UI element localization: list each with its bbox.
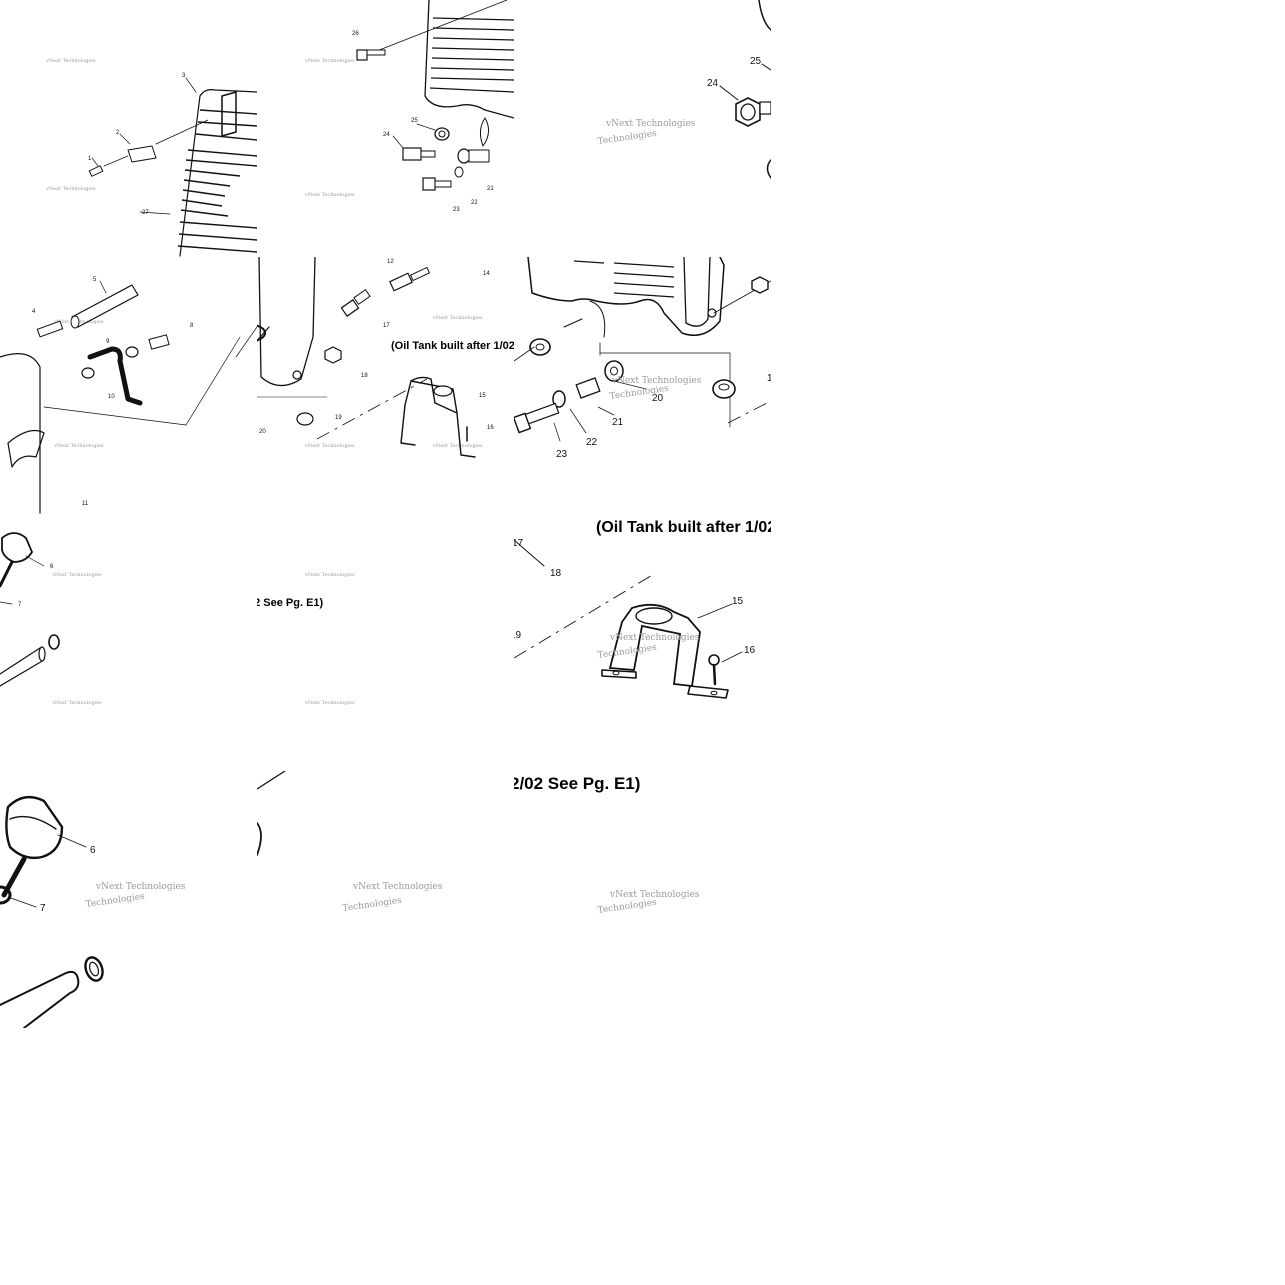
callout-18: 18 [361,373,368,379]
callout-16: 16 [487,425,494,431]
tank-edge-large-drawing: vNext Technologies Technologies [257,771,443,914]
callout-25: 25 [750,56,762,67]
callout-6: 6 [90,845,96,856]
callout-20: 20 [259,429,266,435]
callout-22: 22 [471,200,478,206]
bracket-large-drawing: (Oil Tank built after 1/02 17 18 19 15 1… [514,519,771,699]
watermark: vNext Technologies [352,882,443,892]
tile-bracket-large: (Oil Tank built after 1/02 17 18 19 15 1… [514,514,771,771]
callout-15: 15 [479,393,486,399]
callout-3: 3 [182,73,186,79]
oil-line-middle-drawing: vNext Technologies vNext Technologies vN… [257,257,514,458]
tile-tank-edge-large: vNext Technologies Technologies [257,771,514,1028]
watermark: Technologies [597,129,658,147]
watermark: vNext Technologies [45,186,96,192]
oil-tank-top-right-drawing: 25 24 vNext Technologies Technologies [597,0,771,179]
watermark: Technologies [597,898,658,916]
callout-5: 5 [93,277,97,283]
callout-2: 2 [116,130,120,136]
callout-22: 22 [586,437,598,448]
caption-small-drawing: 02 See Pg. E1) vNext Technologies vNext … [257,572,355,706]
callout-17: 17 [383,323,390,329]
tile-oil-tank-mount-right: 20 21 22 23 1 vNext Technologies Technol… [514,257,771,514]
callout-24: 24 [383,132,390,138]
tile-oil-tank-top-middle: vNext Technologies vNext Technologies [257,0,514,257]
callout-21: 21 [612,417,624,428]
caption-oil-tank: (Oil Tank built after 1/02/0 [391,340,514,352]
tile-oil-tank-top-left: vNext Technologies vNext Technologies 3 [0,0,257,257]
callout-23: 23 [556,449,568,460]
watermark: vNext Technologies [95,882,186,892]
callout-6: 6 [50,564,54,570]
callout-7: 7 [40,903,46,914]
tile-caption-small: 02 See Pg. E1) vNext Technologies vNext … [257,514,514,771]
filler-cap-large-drawing: 6 7 vNext Technologies Technologies [0,795,186,1028]
watermark: vNext Technologies [611,376,702,386]
callout-14: 14 [483,271,490,277]
watermark: vNext Technologies [304,58,355,64]
callout-23: 23 [453,207,460,213]
filler-cap-small-drawing: vNext Technologies vNext Technologies 6 … [0,532,102,706]
callout-10: 10 [108,394,115,400]
watermark: vNext Technologies [45,58,96,64]
tile-oil-line-middle: vNext Technologies vNext Technologies vN… [257,257,514,514]
callout-12: 12 [387,259,394,265]
callout-19: 19 [514,630,522,641]
callout-15: 15 [732,596,744,607]
callout-27: 27 [142,210,149,216]
watermark: vNext Technologies [304,443,355,449]
callout-1: 1 [88,156,92,162]
watermark: vNext Technologies [51,572,102,578]
callout-18: 18 [550,568,562,579]
callout-26: 26 [352,31,359,37]
oil-tank-mount-right-drawing: 20 21 22 23 1 vNext Technologies Technol… [514,257,771,460]
tile-oil-tank-top-right: 25 24 vNext Technologies Technologies [514,0,771,257]
callout-1: 1 [767,373,771,384]
watermark: vNext Technologies [432,315,483,321]
oil-line-left-drawing: vNext Technologies vNext Technologies 5 … [0,277,257,514]
watermark: Technologies [342,896,403,914]
watermark: vNext Technologies [304,700,355,706]
tile-caption-large: 2/02 See Pg. E1) vNext Technologies Tech… [514,771,771,1028]
watermark: Technologies [85,892,146,910]
watermark: vNext Technologies [605,119,696,129]
caption-oil-tank-tail: 02 See Pg. E1) [257,597,324,609]
oil-tank-top-middle-drawing: vNext Technologies vNext Technologies [304,0,514,213]
caption-oil-tank-tail: 2/02 See Pg. E1) [514,774,640,793]
callout-11: 11 [82,501,89,507]
tile-oil-line-left: vNext Technologies vNext Technologies 5 … [0,257,257,514]
tile-filler-cap-large: 6 7 vNext Technologies Technologies [0,771,257,1028]
callout-25: 25 [411,118,418,124]
tile-filler-cap-small: vNext Technologies vNext Technologies 6 … [0,514,257,771]
callout-7: 7 [18,602,22,608]
callout-17: 17 [514,538,524,549]
callout-24: 24 [707,78,719,89]
watermark: vNext Technologies [53,443,104,449]
callout-9: 9 [106,339,110,345]
watermark: vNext Technologies [51,700,102,706]
caption-large-drawing: 2/02 See Pg. E1) vNext Technologies Tech… [514,774,700,916]
callout-16: 16 [744,645,756,656]
watermark: vNext Technologies [304,192,355,198]
watermark: vNext Technologies [304,572,355,578]
caption-oil-tank: (Oil Tank built after 1/02 [596,519,771,536]
callout-4: 4 [32,309,36,315]
callout-8: 8 [190,323,194,329]
oil-tank-top-left-drawing: vNext Technologies vNext Technologies 3 [45,58,257,257]
watermark: vNext Technologies [609,890,700,900]
watermark: vNext Technologies [609,633,700,643]
callout-20: 20 [652,393,664,404]
callout-19: 19 [335,415,342,421]
watermark: vNext Technologies [432,443,483,449]
callout-21: 21 [487,186,494,192]
